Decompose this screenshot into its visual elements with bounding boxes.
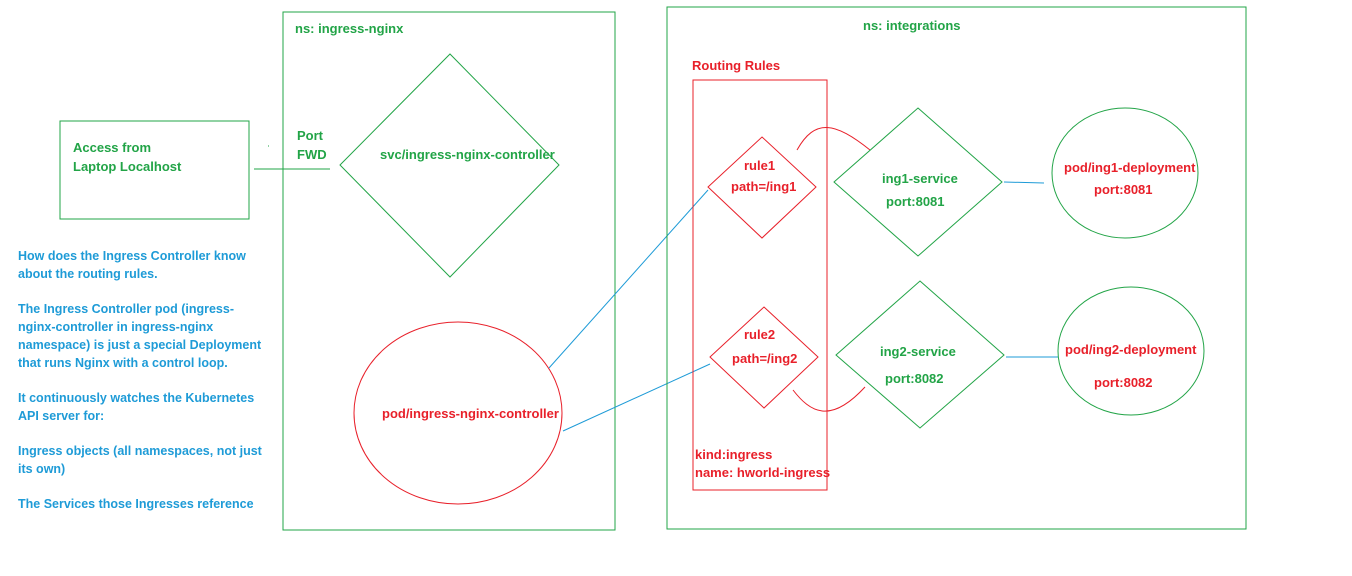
ingress-kind: kind:ingress bbox=[695, 447, 772, 462]
rule2-path: path=/ing2 bbox=[732, 351, 797, 366]
ns-ingress-nginx-label: ns: ingress-nginx bbox=[295, 21, 404, 36]
ns-ingress-nginx-box bbox=[282, 11, 616, 531]
svc-controller-diamond bbox=[339, 53, 560, 278]
ing1-service-port: port:8081 bbox=[886, 194, 945, 209]
laptop-box bbox=[59, 120, 250, 220]
ing2-service-name: ing2-service bbox=[880, 344, 956, 359]
ing1-service-name: ing1-service bbox=[882, 171, 958, 186]
ns-integrations-box bbox=[666, 6, 1247, 530]
note-controller-pod: The Ingress Controller pod (ingress-ngin… bbox=[18, 302, 262, 370]
ing2-service-diamond bbox=[835, 280, 1005, 429]
port-fwd-line1: Port bbox=[297, 128, 324, 143]
rule1-to-svc1-curve bbox=[796, 127, 871, 151]
ingress-name: name: hworld-ingress bbox=[695, 465, 830, 480]
note-services: The Services those Ingresses reference bbox=[18, 497, 254, 511]
rule1-diamond bbox=[707, 136, 817, 239]
ing1-pod-ellipse bbox=[1051, 107, 1199, 239]
laptop-label-line1: Access from bbox=[73, 140, 151, 155]
port-fwd-line2: FWD bbox=[297, 147, 327, 162]
svc-controller-label: svc/ingress-nginx-controller bbox=[380, 147, 555, 162]
pod-controller-label: pod/ingress-nginx-controller bbox=[382, 406, 559, 421]
routing-rules-title: Routing Rules bbox=[692, 58, 780, 73]
note-watches: It continuously watches the Kubernetes A… bbox=[18, 391, 255, 423]
ing1-service-diamond bbox=[833, 107, 1003, 257]
svc1-to-pod1-link bbox=[1003, 181, 1045, 184]
ns-integrations-label: ns: integrations bbox=[863, 18, 961, 33]
rule1-path: path=/ing1 bbox=[731, 179, 796, 194]
rule2-diamond bbox=[709, 306, 819, 409]
ing1-pod-port: port:8081 bbox=[1094, 182, 1153, 197]
note-ingress-objects: Ingress objects (all namespaces, not jus… bbox=[18, 444, 262, 476]
ing2-pod-port: port:8082 bbox=[1094, 375, 1153, 390]
explanation-notes: How does the Ingress Controller know abo… bbox=[18, 247, 266, 530]
note-question: How does the Ingress Controller know abo… bbox=[18, 249, 246, 281]
ing2-pod-ellipse bbox=[1057, 286, 1205, 416]
pod-to-rule2-link bbox=[562, 363, 711, 432]
ing2-service-port: port:8082 bbox=[885, 371, 944, 386]
rule2-to-svc2-curve bbox=[792, 386, 866, 412]
ing1-pod-name: pod/ing1-deployment bbox=[1064, 160, 1196, 175]
rule1-name: rule1 bbox=[744, 158, 775, 173]
laptop-label-line2: Laptop Localhost bbox=[73, 159, 182, 174]
pod-to-rule1-link bbox=[548, 189, 709, 369]
rule2-name: rule2 bbox=[744, 327, 775, 342]
ing2-pod-name: pod/ing2-deployment bbox=[1065, 342, 1197, 357]
pod-controller-ellipse bbox=[353, 321, 563, 505]
routing-rules-box bbox=[692, 79, 828, 491]
